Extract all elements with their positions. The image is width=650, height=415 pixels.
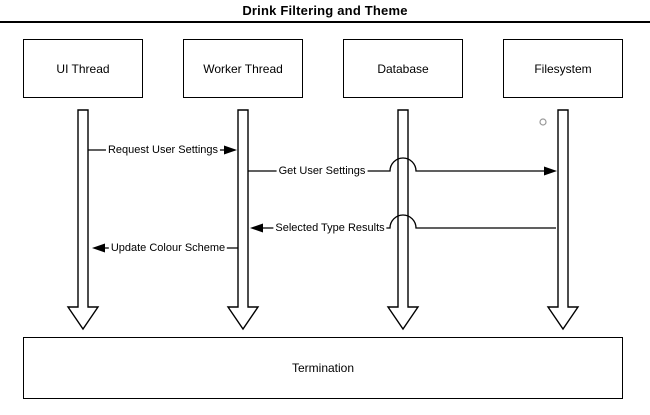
lifeline-label: Worker Thread (203, 61, 283, 76)
lifeline-label: UI Thread (56, 61, 110, 76)
activation-bar-filesystem (546, 109, 580, 331)
lifeline-box-filesystem: Filesystem (503, 39, 623, 98)
arrowhead-right-icon (224, 145, 237, 155)
activation-bar-database (386, 109, 420, 331)
lifeline-box-worker-thread: Worker Thread (183, 39, 303, 98)
message-label-request-user-settings: Request User Settings (105, 143, 221, 157)
activation-bar-ui-thread (66, 109, 100, 331)
lifeline-box-database: Database (343, 39, 463, 98)
termination-box: Termination (23, 337, 623, 399)
termination-label: Termination (291, 361, 355, 375)
message-line-get-user-settings (248, 157, 546, 172)
connection-point-marker-icon (539, 118, 547, 126)
lifeline-label: Database (377, 61, 429, 76)
arrowhead-left-icon (92, 243, 105, 253)
title-divider (0, 21, 650, 23)
message-line-selected-type-results (262, 214, 556, 229)
activation-bar-worker-thread (226, 109, 260, 331)
message-label-selected-type-results: Selected Type Results (273, 221, 387, 235)
message-label-update-colour-scheme: Update Colour Scheme (108, 241, 228, 255)
lifeline-box-ui-thread: UI Thread (23, 39, 143, 98)
arrowhead-right-icon (544, 166, 557, 176)
message-label-get-user-settings: Get User Settings (276, 164, 368, 178)
lifeline-label: Filesystem (534, 61, 592, 76)
arrowhead-left-icon (250, 223, 263, 233)
diagram-title: Drink Filtering and Theme (242, 3, 408, 18)
